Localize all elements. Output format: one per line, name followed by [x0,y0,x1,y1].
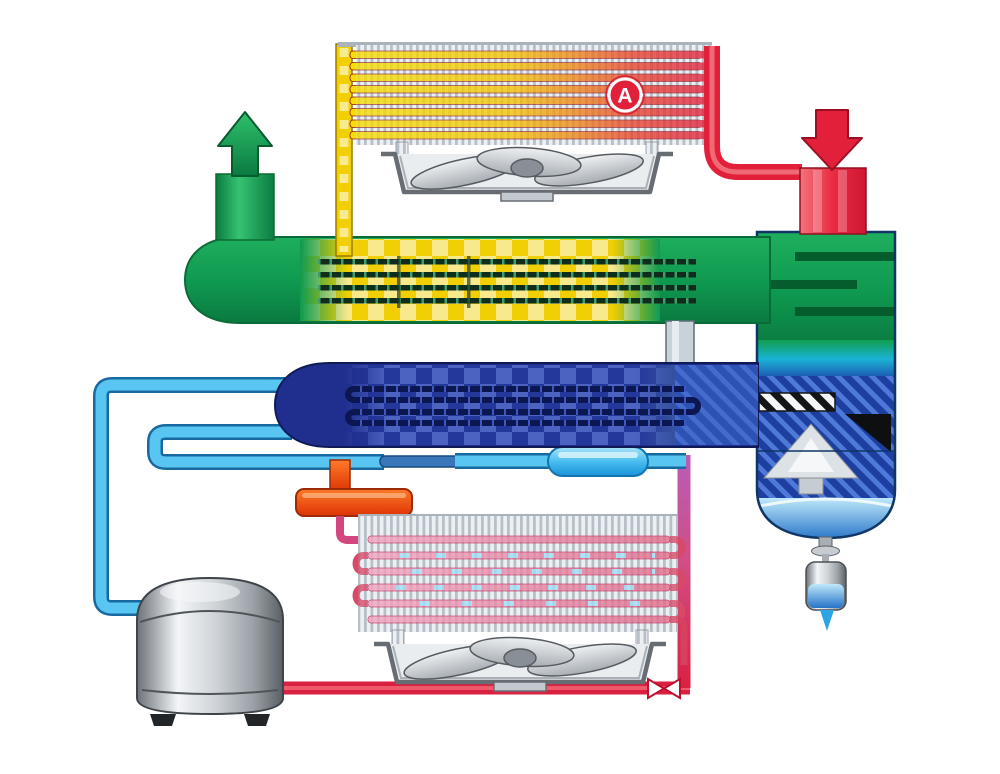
valve-stem [329,459,351,493]
expansion-valve [295,459,413,517]
compressor-seam [139,610,281,623]
point-a-label: A [617,85,632,108]
drain-filter [805,536,847,631]
evaporator-feed-line [336,516,370,544]
shell-tubes [345,386,701,426]
drain-stem [822,554,829,562]
gas-outlet-arrow [217,111,273,177]
suction-line [95,379,292,614]
sight-glass [808,584,844,608]
hot-gas-inlet-box [799,167,867,235]
shell-checker [300,239,660,321]
vessel-top-section [757,232,895,348]
condensate-drop [820,610,834,631]
hot-gas-pipe-sheen [709,46,802,175]
shell-fade-right [612,239,660,321]
heat-exchanger-shell [183,236,771,324]
compressor-foot [244,714,270,726]
vessel-funnel-stem [798,477,824,495]
valve-sheen [302,493,406,498]
compressor-highlight [160,582,240,602]
evaporator-shell [273,362,759,448]
shell-right-hatch [675,365,758,445]
evaporator-coil [352,514,688,665]
vessel-baffle [757,280,857,289]
check-valve [647,677,681,700]
evaporator-fan [374,629,666,691]
shell-fade-right [635,365,675,445]
fin-overlay [358,516,678,632]
vessel-baffle [795,307,895,316]
liquid-meniscus [759,497,893,508]
fin-edge [338,42,712,47]
compressor-foot [150,714,176,726]
liquid-line [149,426,384,468]
refrigerant-lines [93,377,691,700]
compressor-body [136,576,284,716]
filter-drier-capsule [547,446,649,477]
condenser-fan [381,141,673,201]
receiver-vessel [755,230,897,540]
compressor-seam [141,689,279,695]
fin-overlay [356,45,712,145]
shell-fade-left [345,365,389,445]
fan-mount [395,141,409,157]
shell-checker [345,365,675,445]
shell-tubes [318,256,696,308]
point-a-marker: A [605,75,645,115]
fan-mount [645,141,659,157]
outlet-stub [215,173,275,241]
vessel-baffle [795,252,895,261]
vessel-funnel-highlight [788,438,834,472]
pipe-reducer [379,455,461,468]
hot-gas-inlet-arrow [801,109,863,171]
vessel-black-wedge [845,414,891,452]
vessel-hatched-band [758,392,836,412]
compressor [136,576,284,726]
shell-connector [665,320,695,368]
condenser-left-header [335,43,353,257]
condenser-assembly: A [335,42,867,257]
vessel-transition-band [757,340,895,378]
gas-outlet [215,111,275,241]
